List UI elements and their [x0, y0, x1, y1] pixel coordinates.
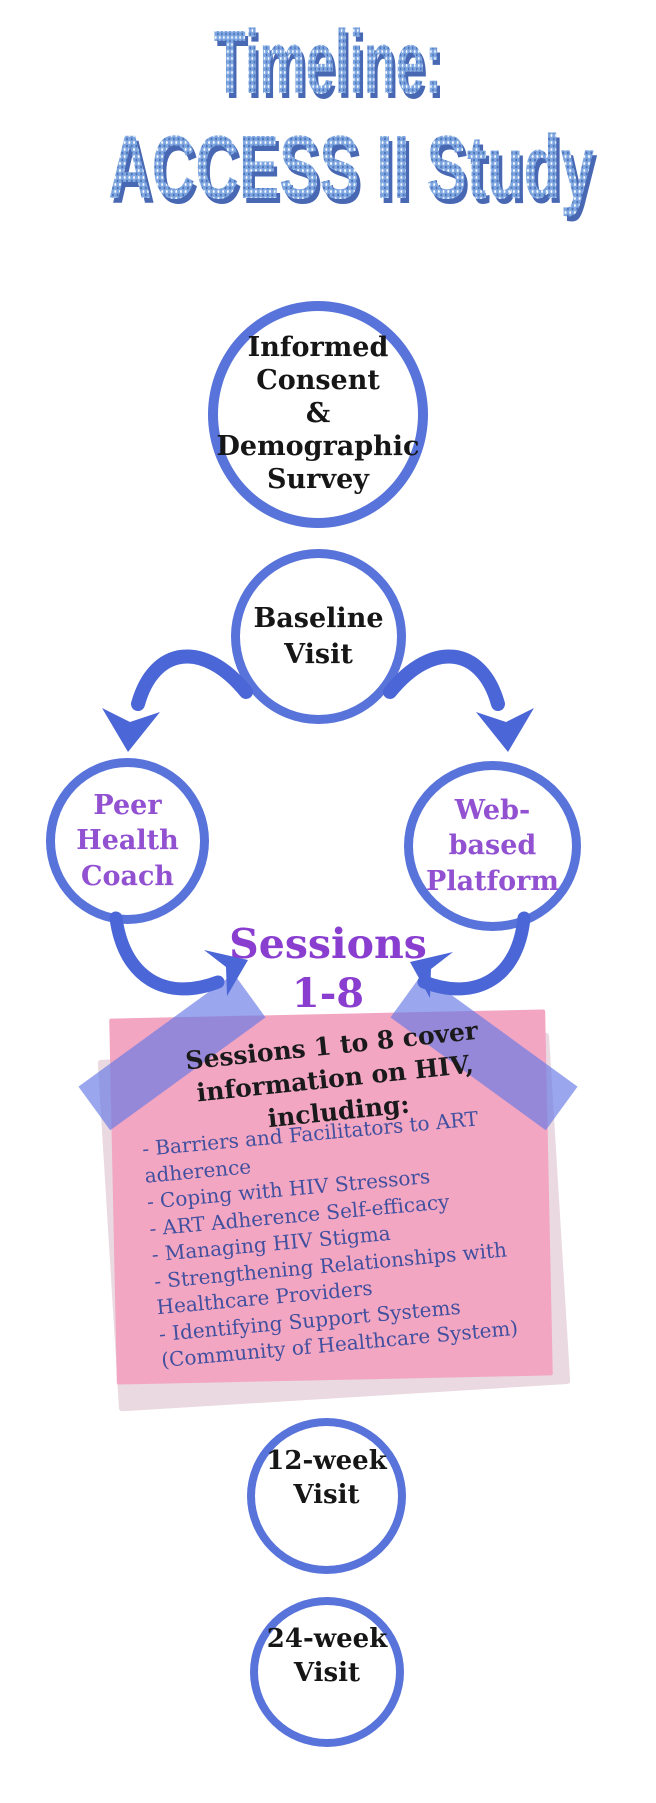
sessions-label-line-2: 1-8	[291, 970, 365, 1017]
node-label-line: Consent	[256, 365, 380, 397]
node-label-line: Demographic	[216, 430, 420, 462]
page-title-line-1: Timeline: Timeline:	[138, 13, 518, 113]
node-label-line: Informed	[247, 332, 389, 364]
node-label-line: Visit	[293, 1480, 360, 1510]
node-baseline-visit: Baseline Visit	[231, 549, 406, 724]
sessions-label-line-1: Sessions	[229, 920, 427, 968]
page-title-line-2: ACCESS II Study ACCESS II Study	[108, 118, 597, 218]
node-label-line: Baseline	[253, 603, 384, 635]
note-item-list: - Barriers and Facilitators to ART adher…	[141, 1098, 581, 1374]
node-peer-health-coach: Peer Health Coach	[46, 758, 209, 924]
node-label-line: Coach	[80, 860, 175, 892]
curved-arrow-baseline-to-web-icon	[383, 649, 534, 752]
sessions-label: Sessions 1-8	[178, 924, 478, 1014]
node-label-line: Web-based	[448, 794, 537, 862]
node-24-week-visit: 24-week Visit	[250, 1597, 404, 1747]
node-label-line: Visit	[293, 1658, 361, 1688]
title-text: Timeline:	[213, 13, 443, 113]
node-label-line: Health	[76, 825, 179, 857]
node-label-line: Survey	[267, 463, 369, 495]
title-text: ACCESS II Study	[108, 118, 595, 218]
node-label-line: Platform	[426, 865, 559, 897]
node-label-line: Visit	[284, 638, 353, 670]
node-label-line: 12-week	[266, 1446, 387, 1477]
node-label-line: &	[305, 398, 331, 430]
node-web-based-platform: Web-based Platform	[404, 761, 581, 931]
curved-arrow-baseline-to-peer-icon	[102, 649, 253, 752]
node-12-week-visit: 12-week Visit	[247, 1418, 406, 1574]
node-label-line: 24-week	[266, 1624, 388, 1655]
node-informed-consent: Informed Consent & Demographic Survey	[208, 301, 428, 528]
node-label-line: Peer	[93, 789, 162, 821]
